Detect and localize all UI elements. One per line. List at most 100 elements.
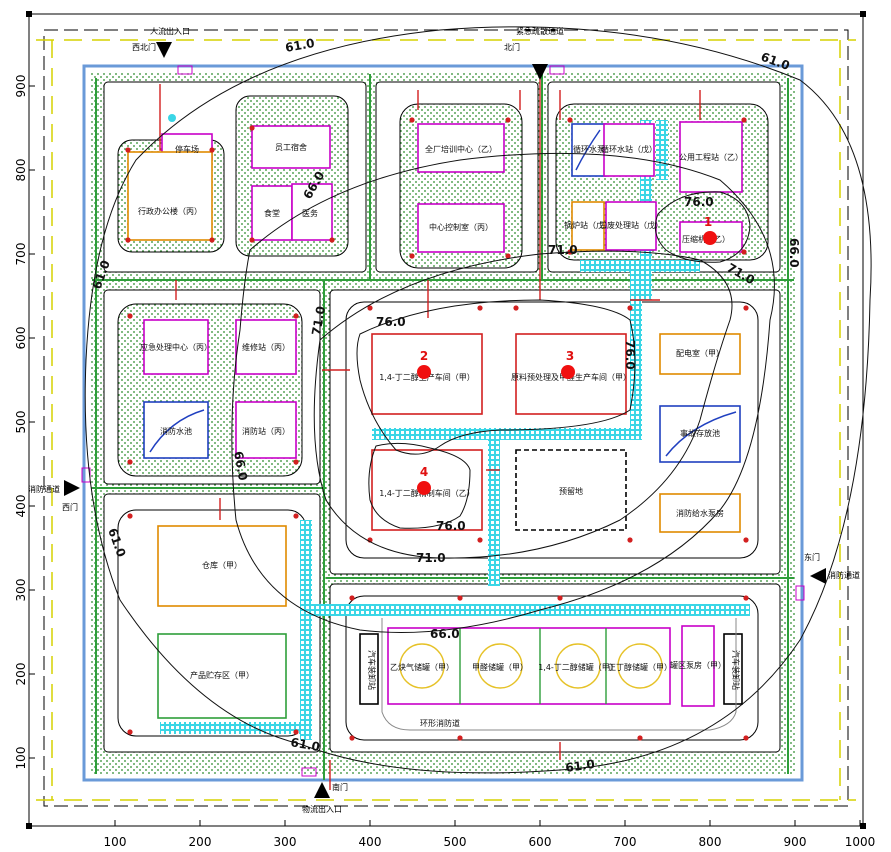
- label-dorm: 员工宿舍: [275, 142, 307, 152]
- label-fire-pump: 消防给水泵房: [676, 508, 724, 518]
- x-tick-label: 200: [189, 835, 212, 849]
- label-training: 全厂培训中心（乙）: [425, 144, 497, 154]
- gate-arrow-s: [314, 782, 330, 798]
- label-utility: 公用工程站（乙）: [679, 152, 743, 162]
- y-tick-label: 500: [14, 411, 28, 434]
- contour-label: 66.0: [430, 627, 460, 641]
- label-nw-gate: 西北门: [132, 42, 156, 52]
- label-canteen: 食堂: [264, 208, 280, 218]
- building-control: [417, 203, 505, 253]
- label-nw-entrance: 人流出入口: [150, 26, 190, 36]
- red-markers: [125, 117, 749, 741]
- contour-label: 76.0: [376, 315, 406, 329]
- label-repair: 维修站（丙）: [242, 342, 290, 352]
- label-office: 行政办公楼（丙）: [138, 206, 202, 216]
- building-tank-pump: [681, 625, 715, 707]
- storage-tanks: [399, 628, 663, 704]
- noise-sources: [417, 231, 717, 495]
- building-recycle: [603, 123, 655, 177]
- contour-76-south: [368, 442, 471, 529]
- gates: [64, 42, 826, 798]
- area-reserve: [515, 449, 627, 531]
- tank-bdo: [555, 643, 601, 689]
- label-product-store: 产品贮存区（甲）: [190, 670, 254, 680]
- x-tick-label: 900: [784, 835, 807, 849]
- building-clinic: [291, 183, 333, 241]
- x-axis: 100 200 300 400 500 600 700 800 900 1000: [29, 820, 875, 849]
- label-parking: 停车场: [175, 144, 199, 154]
- tank-formaldehyde: [477, 643, 523, 689]
- building-loading-w: [359, 633, 379, 705]
- label-boiler: 锅炉站（戊）: [564, 220, 612, 230]
- contour-label: 61.0: [289, 735, 321, 754]
- label-e-road: 消防通道: [828, 570, 860, 580]
- label-recycle: 循环水站（戊）: [601, 144, 657, 154]
- label-butanol-tank: 正丁醇储罐（甲）: [608, 662, 672, 672]
- source-2: [417, 365, 431, 379]
- contour-label: 66.0: [787, 238, 801, 268]
- building-substation: [659, 333, 741, 375]
- source-4: [417, 481, 431, 495]
- label-loading-e: 汽车装卸站: [731, 650, 741, 690]
- tank-butanol: [617, 643, 663, 689]
- label-e-gate: 东门: [804, 552, 820, 562]
- label-circ-water: 循环水泵: [573, 144, 605, 154]
- label-substation: 配电室（甲）: [676, 348, 724, 358]
- contour-61: [84, 26, 872, 774]
- building-training: [417, 123, 505, 173]
- x-tick-label: 400: [359, 835, 382, 849]
- building-emergency: [143, 319, 209, 375]
- label-clinic: 医务: [302, 208, 318, 218]
- tank-acetylene: [399, 643, 445, 689]
- source-number: 1: [704, 215, 712, 229]
- label-s-entrance: 物流出入口: [302, 804, 342, 814]
- equipment-marker: [168, 114, 176, 122]
- building-raw-material: [515, 333, 627, 415]
- building-fire-pool: [143, 401, 209, 459]
- y-tick-label: 800: [14, 159, 28, 182]
- y-tick-label: 600: [14, 327, 28, 350]
- gate-arrow-n: [532, 64, 548, 80]
- label-formaldehyde-tank: 甲醛储罐（甲）: [472, 662, 528, 672]
- y-tick-label: 400: [14, 495, 28, 518]
- building-product-store: [157, 633, 287, 719]
- contour-label: 61.0: [564, 757, 595, 775]
- gate-arrow-e: [810, 568, 826, 584]
- outer-roads: [36, 29, 856, 807]
- gate-arrow-w: [64, 480, 80, 496]
- x-tick-label: 500: [444, 835, 467, 849]
- y-tick-label: 700: [14, 243, 28, 266]
- label-w-road: 消防通道: [28, 484, 60, 494]
- building-treatment: [605, 201, 657, 251]
- label-fire-station: 消防站（丙）: [242, 426, 290, 436]
- building-butadiene-a: [371, 333, 483, 415]
- contour-71: [313, 250, 733, 559]
- label-w-gate: 西门: [62, 502, 78, 512]
- building-office: [127, 151, 213, 241]
- x-tick-label: 600: [529, 835, 552, 849]
- label-tank-fire-road: 环形消防道: [420, 718, 460, 728]
- label-s-gate: 南门: [332, 782, 348, 792]
- label-acetylene-tank: 乙炔气储罐（甲）: [390, 662, 454, 672]
- building-warehouse: [157, 525, 287, 607]
- label-reserve: 预留地: [559, 486, 583, 496]
- contour-label: 66.0: [231, 450, 250, 482]
- contour-76-center: [356, 299, 636, 455]
- x-tick-label: 700: [614, 835, 637, 849]
- contour-label: 71.0: [548, 243, 578, 257]
- contour-66: [231, 152, 775, 633]
- x-tick-label: 800: [699, 835, 722, 849]
- source-number: 3: [566, 349, 574, 363]
- source-1: [703, 231, 717, 245]
- y-tick-label: 100: [14, 747, 28, 770]
- x-tick-label: 100: [104, 835, 127, 849]
- y-tick-label: 300: [14, 579, 28, 602]
- y-tick-label: 900: [14, 75, 28, 98]
- contour-label: 61.0: [284, 36, 316, 55]
- label-treatment: 三废处理站（戊）: [599, 220, 663, 230]
- source-number: 2: [420, 349, 428, 363]
- contour-label: 76.0: [623, 340, 637, 370]
- y-axis: 900 800 700 600 500 400 300 200 100: [14, 75, 35, 770]
- contour-label: 76.0: [684, 195, 714, 209]
